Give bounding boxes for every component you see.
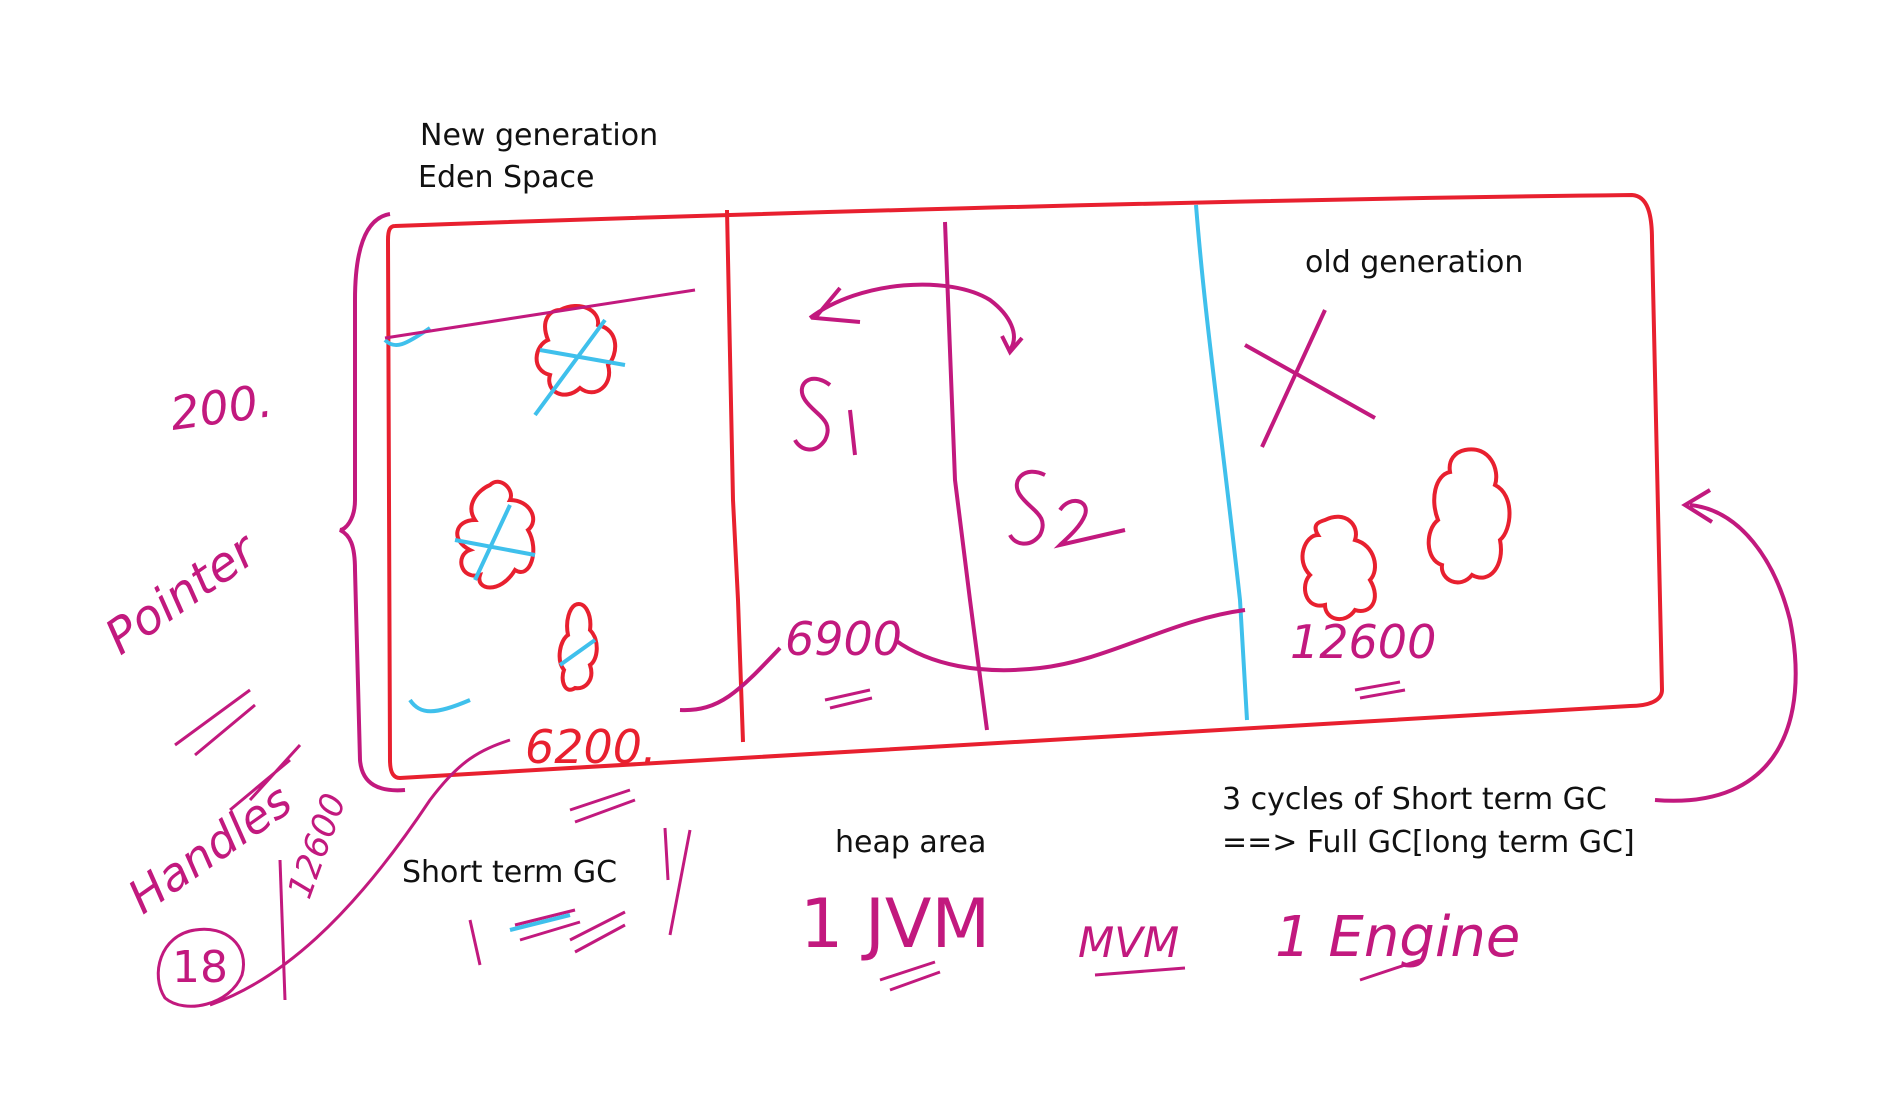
heap-outer-box bbox=[385, 192, 1665, 781]
eden-object-2 bbox=[455, 479, 536, 590]
scribble-1jvm: 1 JVM bbox=[800, 885, 991, 964]
check-mark-2 bbox=[408, 698, 471, 714]
old-gen-x bbox=[1244, 309, 1376, 448]
underline-old-count bbox=[1354, 680, 1406, 700]
handles-circle bbox=[156, 927, 245, 1008]
s2-glyph bbox=[1008, 469, 1126, 549]
heap-area-label: heap area bbox=[835, 825, 987, 860]
s1-glyph bbox=[793, 376, 857, 456]
cross-mark-1 bbox=[533, 318, 626, 417]
short-gc-blue-mark bbox=[509, 913, 571, 932]
scribble-18: 18 bbox=[172, 942, 228, 993]
eden-object-3 bbox=[557, 602, 599, 692]
short-term-gc-label: Short term GC bbox=[402, 855, 618, 890]
old-gen-title: old generation bbox=[1305, 245, 1524, 280]
promotion-curve bbox=[893, 608, 1246, 673]
cross-mark-3 bbox=[558, 638, 597, 667]
divider-s2-old bbox=[1194, 204, 1249, 721]
underline-eden-count bbox=[569, 788, 636, 824]
short-gc-marks bbox=[468, 827, 692, 966]
handles-line bbox=[209, 738, 511, 1007]
s1-count: 6900 bbox=[785, 612, 903, 666]
full-gc-line2: ==> Full GC[long term GC] bbox=[1222, 825, 1635, 860]
left-scribble-slashes bbox=[174, 688, 302, 812]
brace bbox=[338, 212, 406, 793]
full-gc-line1: 3 cycles of Short term GC bbox=[1222, 782, 1607, 817]
old-count: 12600 bbox=[1290, 615, 1437, 669]
scribble-1engine: 1 Engine bbox=[1275, 905, 1521, 970]
engine-underline bbox=[1359, 958, 1421, 982]
divider-s1-s2 bbox=[943, 221, 989, 731]
eden-to-s1-curve bbox=[679, 646, 782, 713]
eden-object-1 bbox=[534, 304, 618, 397]
jvm-underline bbox=[879, 960, 941, 992]
full-gc-loop-arrow bbox=[1654, 488, 1798, 803]
eden-title-line1: New generation bbox=[420, 118, 659, 153]
old-object-1 bbox=[1300, 514, 1377, 621]
divider-eden-s1 bbox=[725, 209, 745, 743]
underline-s1-count bbox=[824, 688, 873, 710]
cross-mark-2 bbox=[454, 504, 536, 581]
handles-vertical bbox=[278, 859, 287, 1001]
eden-title-line2: Eden Space bbox=[418, 160, 595, 195]
mvm-underline bbox=[1094, 966, 1186, 977]
scribble-mvm: MVM bbox=[1078, 918, 1180, 967]
pointer-line bbox=[384, 288, 696, 340]
s1-s2-arrow bbox=[808, 282, 1024, 356]
eden-count: 6200. bbox=[525, 720, 657, 774]
old-object-2 bbox=[1426, 447, 1512, 585]
